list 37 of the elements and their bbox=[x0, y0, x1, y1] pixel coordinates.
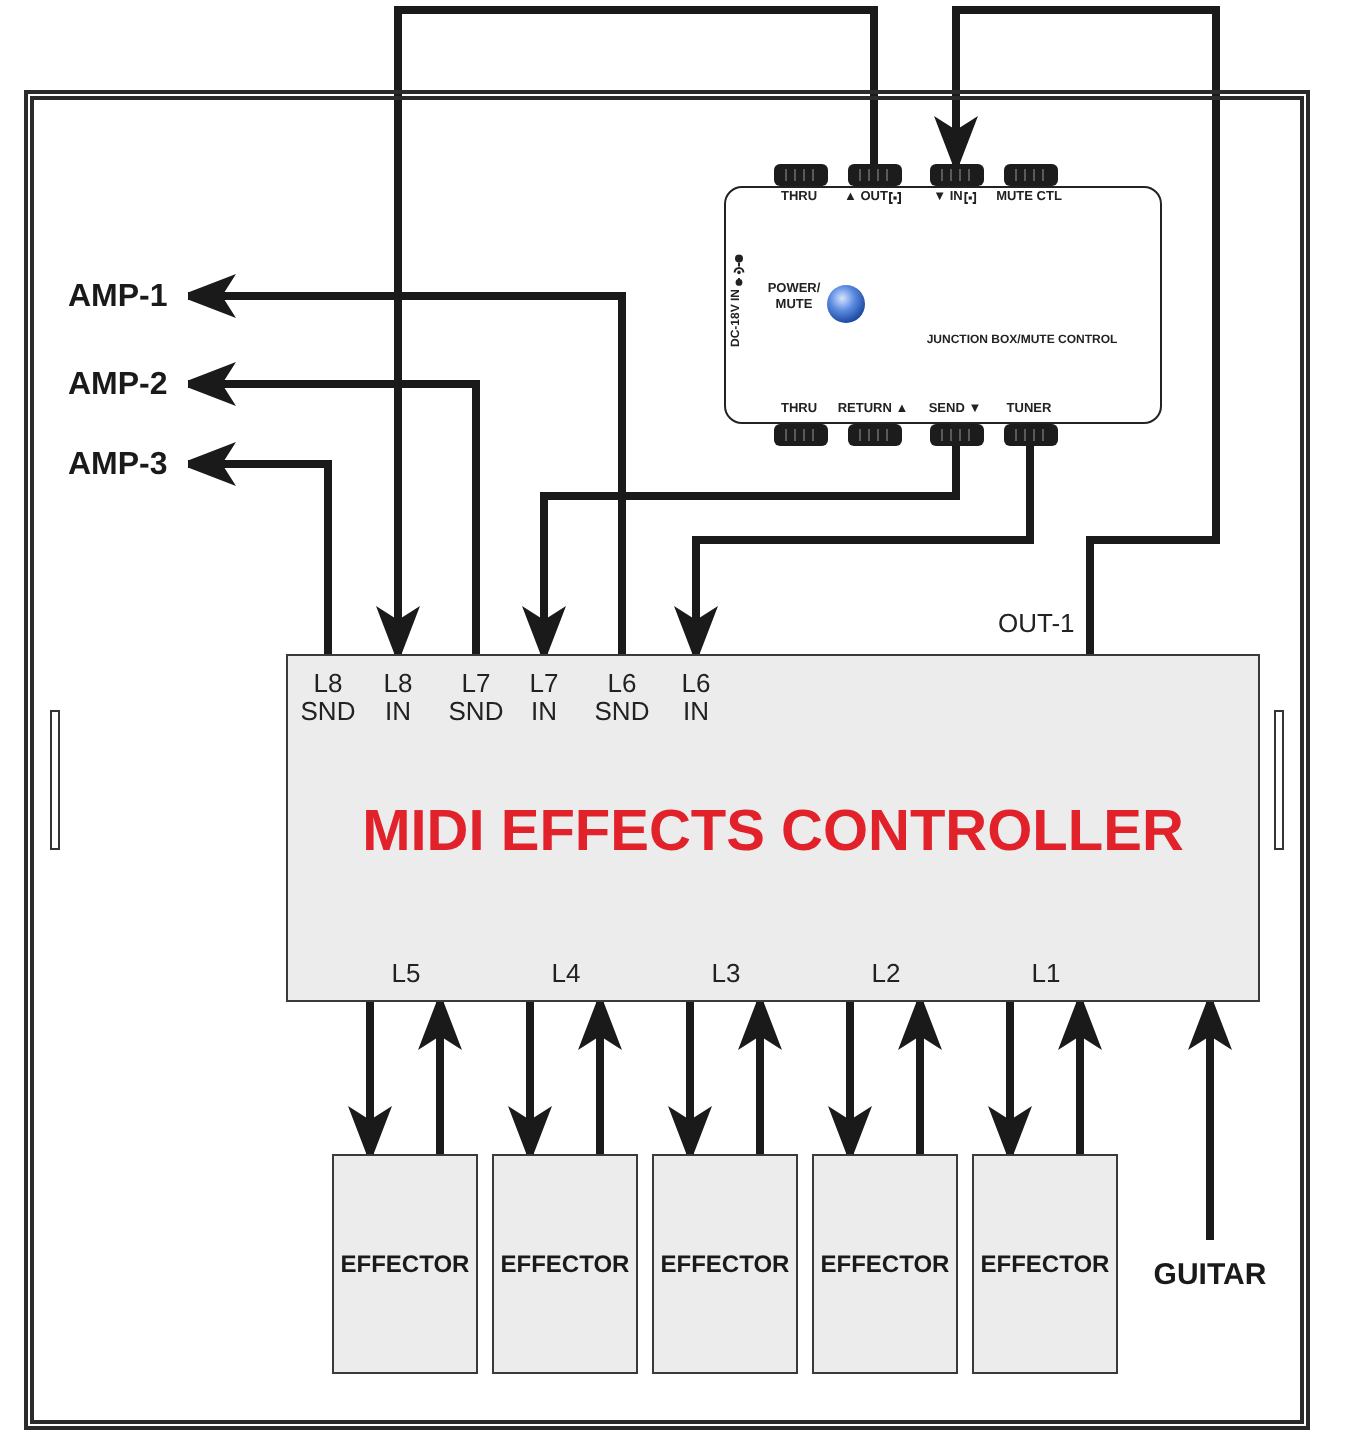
jack-connector-icon bbox=[1003, 424, 1057, 446]
amp-label: AMP-3 bbox=[68, 446, 168, 484]
effector-box bbox=[652, 1154, 798, 1374]
port-label: L7 IN bbox=[529, 670, 559, 726]
port-label: L1 bbox=[1031, 958, 1061, 990]
jack-connector-icon bbox=[929, 164, 983, 186]
effector-label: EFFECTOR bbox=[340, 1250, 470, 1278]
port-label: L6 SND bbox=[594, 670, 650, 726]
guitar-label: GUITAR bbox=[1153, 1258, 1267, 1292]
port-label: L7 SND bbox=[448, 670, 504, 726]
port-label: L5 bbox=[391, 958, 421, 990]
routing-device bbox=[724, 186, 1162, 424]
effector-box bbox=[812, 1154, 958, 1374]
effector-label: EFFECTOR bbox=[820, 1250, 950, 1278]
effector-label: EFFECTOR bbox=[500, 1250, 630, 1278]
effector-label: EFFECTOR bbox=[980, 1250, 1110, 1278]
effector-box bbox=[332, 1154, 478, 1374]
jack-connector-icon bbox=[773, 424, 827, 446]
port-label: L4 bbox=[551, 958, 581, 990]
jack-connector-icon bbox=[1003, 164, 1057, 186]
port-label: L8 SND bbox=[300, 670, 356, 726]
effector-box bbox=[972, 1154, 1118, 1374]
port-label: L6 IN bbox=[681, 670, 711, 726]
port-label: L8 IN bbox=[383, 670, 413, 726]
amp-label: AMP-2 bbox=[68, 366, 168, 404]
controller-title: MIDI EFFECTS CONTROLLER bbox=[362, 802, 1184, 862]
port-label: L3 bbox=[711, 958, 741, 990]
effector-label: EFFECTOR bbox=[660, 1250, 790, 1278]
controller-box bbox=[286, 654, 1260, 1002]
effector-box bbox=[492, 1154, 638, 1374]
pedalboard-frame bbox=[24, 90, 1310, 1430]
jack-connector-icon bbox=[847, 164, 901, 186]
amp-label: AMP-1 bbox=[68, 278, 168, 316]
jack-connector-icon bbox=[847, 424, 901, 446]
jack-connector-icon bbox=[773, 164, 827, 186]
jack-connector-icon bbox=[929, 424, 983, 446]
port-label: L2 bbox=[871, 958, 901, 990]
